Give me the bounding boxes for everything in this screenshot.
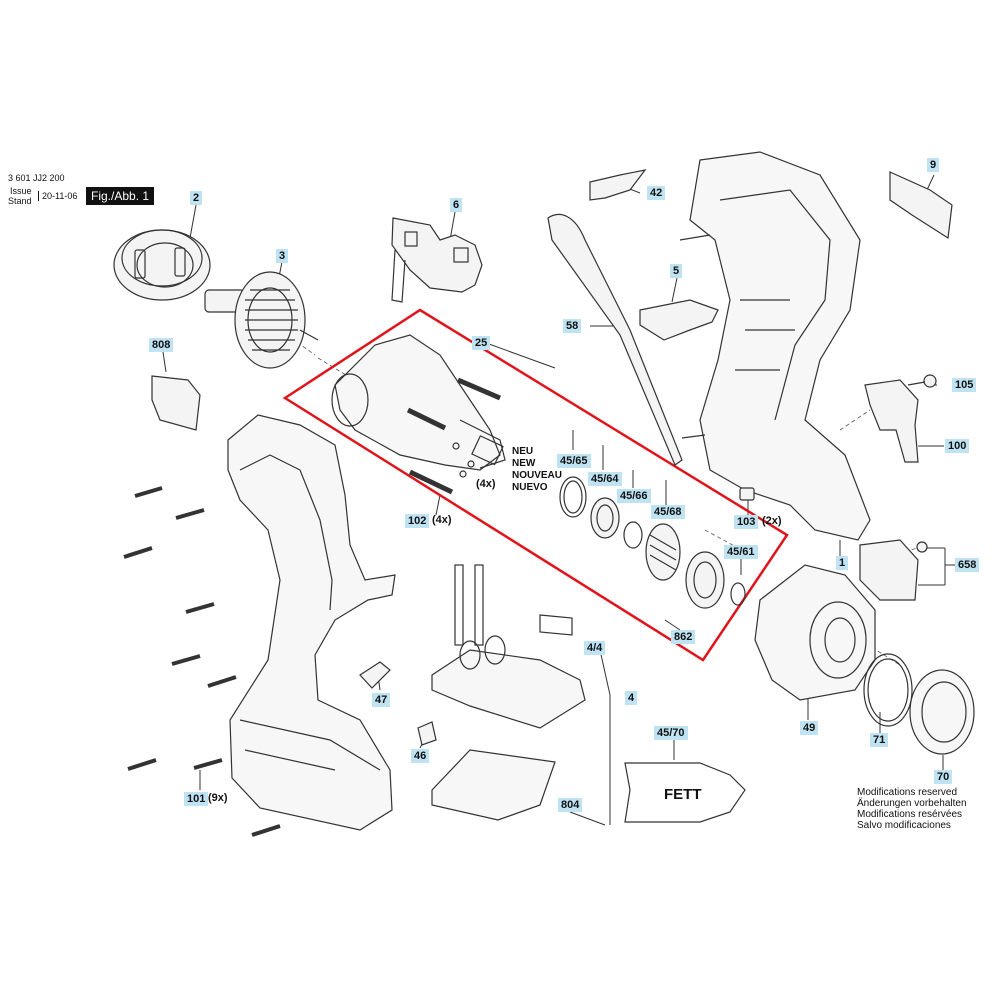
- part-102-screws-drawing: [406, 377, 501, 495]
- highlight-box: [282, 308, 789, 662]
- issue-label: Issue: [10, 186, 32, 196]
- part-label-100[interactable]: 100: [945, 439, 970, 453]
- part-58-drawing: [547, 213, 683, 466]
- part-label-70[interactable]: 70: [934, 770, 953, 784]
- part-71-drawing: [863, 653, 913, 727]
- part-2-drawing: [113, 229, 211, 301]
- part-label-9[interactable]: 9: [927, 158, 940, 172]
- part-45-70-drawing: [624, 762, 746, 823]
- part-804-drawing: [431, 749, 556, 821]
- part-100-drawing: [864, 379, 919, 463]
- housing-left-drawing: [227, 414, 396, 831]
- part-6-drawing: [391, 217, 483, 303]
- part-label-808[interactable]: 808: [149, 338, 174, 352]
- gear-housing-drawing: [331, 334, 506, 471]
- modifications-en: Modifications reserved: [857, 787, 958, 798]
- part-label-45-70[interactable]: 45/70: [654, 726, 688, 740]
- part-label-1[interactable]: 1: [836, 556, 849, 570]
- part-label-58[interactable]: 58: [563, 319, 582, 333]
- part-label-862[interactable]: 862: [671, 630, 696, 644]
- modifications-fr: Modifications resérvées: [857, 809, 963, 820]
- rings-drawing: [559, 476, 746, 609]
- new-label-es: NUEVO: [512, 482, 548, 493]
- part-label-101[interactable]: 101: [184, 792, 209, 806]
- new-label-de: NEU: [512, 446, 534, 457]
- part-label-6[interactable]: 6: [450, 198, 463, 212]
- housing-right-drawing: [679, 151, 871, 541]
- part-46-drawing: [417, 721, 437, 746]
- part-label-804[interactable]: 804: [558, 798, 583, 812]
- part-label-658[interactable]: 658: [955, 558, 980, 572]
- part-label-45-66[interactable]: 45/66: [617, 489, 651, 503]
- part-label-46[interactable]: 46: [411, 749, 430, 763]
- small-balls-drawing: [452, 442, 475, 478]
- small-balls-quantity: (4x): [476, 478, 496, 490]
- part-label-71[interactable]: 71: [870, 733, 889, 747]
- figure-label: Fig./Abb. 1: [86, 187, 155, 205]
- part-quantity-103: (2x): [762, 515, 782, 527]
- part-label-45-61[interactable]: 45/61: [724, 545, 758, 559]
- part-4-drawing: [431, 564, 586, 729]
- part-label-4[interactable]: 4: [625, 691, 638, 705]
- part-label-105[interactable]: 105: [952, 378, 977, 392]
- leader-lines: [162, 174, 955, 826]
- part-5-drawing: [639, 299, 719, 341]
- stand-label: Stand: [8, 196, 32, 206]
- part-105-drawing: [907, 374, 937, 388]
- part-label-25[interactable]: 25: [472, 336, 491, 350]
- part-label-45-68[interactable]: 45/68: [651, 505, 685, 519]
- date: 20-11-06: [38, 191, 77, 201]
- part-label-45-64[interactable]: 45/64: [588, 472, 622, 486]
- part-label-2[interactable]: 2: [190, 191, 203, 205]
- part-label-102[interactable]: 102: [405, 514, 430, 528]
- part-3-drawing: [204, 271, 319, 369]
- part-label-5[interactable]: 5: [670, 264, 683, 278]
- part-42-drawing: [589, 169, 647, 201]
- new-label-en: NEW: [512, 458, 536, 469]
- part-103-drawing: [739, 487, 755, 501]
- part-9-drawing: [889, 171, 953, 240]
- part-label-49[interactable]: 49: [800, 721, 819, 735]
- part-label-3[interactable]: 3: [276, 249, 289, 263]
- part-658-drawing: [859, 539, 919, 601]
- part-70-drawing: [909, 669, 975, 755]
- part-101-screws-drawing: [123, 486, 281, 837]
- part-quantity-101: (9x): [208, 792, 228, 804]
- part-label-47[interactable]: 47: [372, 693, 391, 707]
- part-label-42[interactable]: 42: [647, 186, 666, 200]
- part-quantity-102: (4x): [432, 514, 452, 526]
- grease-label: FETT: [664, 786, 702, 803]
- part-label-45-65[interactable]: 45/65: [557, 454, 591, 468]
- modifications-es: Salvo modificaciones: [857, 820, 951, 831]
- part-label-103[interactable]: 103: [734, 515, 759, 529]
- part-49-drawing: [754, 564, 876, 701]
- part-47-drawing: [359, 661, 391, 689]
- new-label-fr: NOUVEAU: [512, 470, 563, 481]
- part-808-drawing: [151, 375, 201, 431]
- modifications-de: Änderungen vorbehalten: [857, 798, 967, 809]
- part-label-4-4[interactable]: 4/4: [584, 641, 606, 655]
- doc-number: 3 601 JJ2 200: [8, 173, 65, 183]
- part-658-screw-drawing: [916, 541, 928, 553]
